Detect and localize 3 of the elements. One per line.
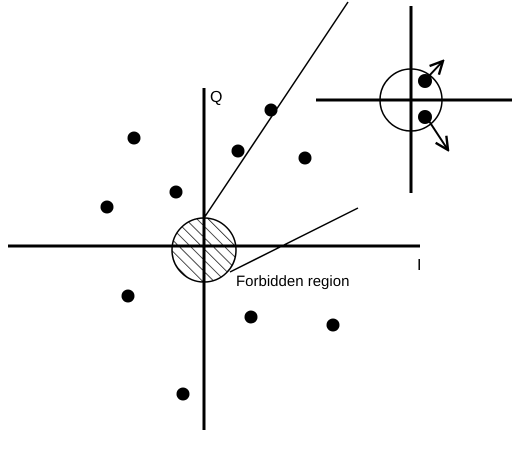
region-label: Forbidden region [236, 274, 350, 289]
axis-label: I [417, 258, 422, 274]
axis-label: Q [210, 90, 222, 106]
